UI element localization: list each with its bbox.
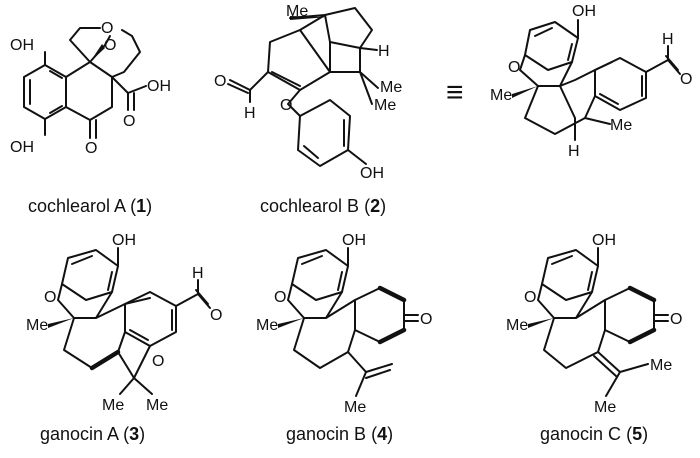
me-label: Me (610, 117, 632, 134)
compound-name: ganocin C (540, 424, 621, 444)
o-label: O (420, 311, 432, 328)
structure-ganocin-c: OH O Me O Me Me (506, 232, 682, 416)
me-label: Me (490, 87, 512, 104)
me-label: Me (380, 79, 402, 96)
h-label: H (244, 105, 256, 122)
me-label: Me (650, 357, 672, 374)
h-label: H (662, 31, 674, 48)
o-label: O (680, 71, 692, 88)
oh-label: OH (112, 232, 136, 249)
o-label: O (670, 311, 682, 328)
svg-text:cochlearol B (2): cochlearol B (2) (260, 196, 386, 216)
caption-ganocin-a: ganocin A (3) (40, 424, 145, 444)
o-label: O (214, 73, 226, 90)
o-label: O (508, 59, 520, 76)
caption-cochlearol-a: cochlearol A (1) (28, 196, 152, 216)
compound-number: 5 (632, 424, 642, 444)
o-label: O (524, 289, 536, 306)
o-label: O (85, 140, 97, 157)
o-label: O (152, 353, 164, 370)
me-label: Me (256, 317, 278, 334)
o-label: O (210, 307, 222, 324)
structure-cochlearol-a: OH OH O O O OH O (10, 20, 171, 157)
compound-name: cochlearol A (28, 196, 126, 216)
compound-name: cochlearol B (260, 196, 359, 216)
me-label: Me (146, 397, 168, 414)
h-label: H (378, 43, 390, 60)
compound-number: 1 (136, 196, 146, 216)
compound-number: 3 (129, 424, 139, 444)
me-label: Me (344, 399, 366, 416)
structure-ganocin-b: OH O Me O Me (256, 232, 432, 416)
oh-label: OH (572, 3, 596, 20)
h-label: H (568, 143, 580, 160)
oh-label: OH (342, 232, 366, 249)
o-label: O (44, 289, 56, 306)
structure-cochlearol-b-alt: OH O Me H O Me H (490, 3, 692, 160)
equivalence-symbol: ≡ (446, 76, 464, 109)
o-label: O (123, 113, 135, 130)
o-label: O (104, 37, 116, 54)
oh-label: OH (360, 165, 384, 182)
o-label: O (280, 97, 292, 114)
structure-ganocin-a: OH O Me H O O Me Me (26, 232, 222, 414)
structure-cochlearol-b: Me H Me Me O H O OH (214, 3, 402, 182)
svg-text:ganocin C (5): ganocin C (5) (540, 424, 648, 444)
compound-number: 2 (370, 196, 380, 216)
caption-ganocin-b: ganocin B (4) (286, 424, 393, 444)
o-label: O (101, 20, 113, 37)
caption-cochlearol-b: cochlearol B (2) (260, 196, 386, 216)
me-label: Me (286, 3, 308, 20)
compound-name: ganocin B (286, 424, 366, 444)
svg-text:ganocin B (4): ganocin B (4) (286, 424, 393, 444)
svg-text:cochlearol A (1): cochlearol A (1) (28, 196, 152, 216)
oh-label: OH (147, 78, 171, 95)
o-label: O (274, 289, 286, 306)
me-label: Me (506, 317, 528, 334)
oh-label: OH (592, 232, 616, 249)
me-label: Me (594, 399, 616, 416)
caption-ganocin-c: ganocin C (5) (540, 424, 648, 444)
me-label: Me (102, 397, 124, 414)
oh-label: OH (10, 37, 34, 54)
me-label: Me (26, 317, 48, 334)
compound-name: ganocin A (40, 424, 119, 444)
svg-text:ganocin A (3): ganocin A (3) (40, 424, 145, 444)
oh-label: OH (10, 139, 34, 156)
h-label: H (192, 265, 204, 282)
me-label: Me (374, 97, 396, 114)
compound-number: 4 (377, 424, 387, 444)
